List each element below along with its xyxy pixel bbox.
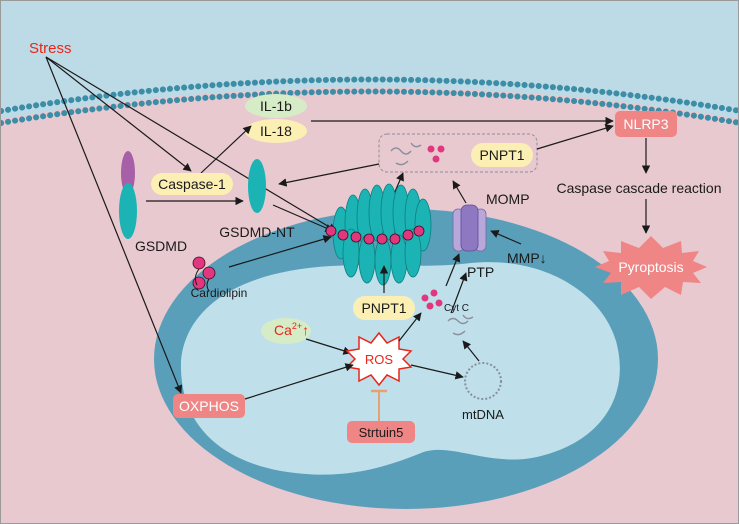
pyroptosis-burst [595, 236, 707, 299]
arrow-cardiolipin-pore [228, 235, 332, 268]
arrow-stress-pore [45, 56, 337, 232]
arrow-oxphos-ros [244, 363, 354, 400]
ptp-label: PTP [467, 264, 494, 280]
momp-label: MOMP [486, 191, 530, 207]
pyroptosis-label: Pyroptosis [618, 259, 683, 275]
pnpt1-mid-label: PNPT1 [361, 300, 406, 316]
arrow-caspase1-il [200, 125, 252, 174]
nlrp3-box [615, 111, 677, 137]
arrow-stress-caspase1 [45, 56, 192, 172]
released-cytc-dot [432, 155, 440, 163]
ros-burst [345, 331, 413, 387]
mtdna-circle [464, 362, 502, 400]
released-cytc-dot [427, 145, 435, 153]
arrow-release-nlrp3 [536, 124, 614, 150]
gsdmd-teal-domain [119, 183, 137, 239]
cardiolipin-tails [194, 268, 210, 292]
mtdna-fragments [447, 314, 474, 336]
cardiolipin-molecule [192, 256, 216, 290]
il18-ellipse [245, 119, 307, 143]
released-mtdna-fragments [390, 142, 422, 166]
released-content-box [378, 133, 538, 173]
oxphos-box [173, 394, 245, 418]
il1b-ellipse [245, 94, 307, 118]
sirtuin-box [347, 421, 415, 443]
arrow-fragments-ptp [450, 272, 468, 314]
ros-label: ROS [365, 352, 394, 367]
caspase1-box [151, 173, 233, 195]
arrow-mtdna-fragments [462, 340, 480, 362]
gsdmd-label: GSDMD [135, 238, 187, 254]
arrow-release-gsdmd-nt [278, 163, 380, 187]
arrow-momp-release [452, 180, 467, 204]
arrow-cytc-momp [445, 253, 461, 287]
pnpt1-mid-box [353, 296, 415, 320]
stress-label: Stress [29, 40, 72, 57]
arrow-stress-oxphos [45, 56, 183, 394]
momp-channel [452, 204, 487, 252]
gsdmd-nt-fragment [248, 159, 266, 213]
oxphos-label: OXPHOS [179, 398, 239, 414]
il18-label: IL-18 [260, 123, 292, 139]
caspase-cascade-label: Caspase cascade reaction [557, 180, 722, 196]
pnpt1-top-box [471, 143, 533, 167]
gsdmd-purple-domain [121, 151, 135, 195]
released-cytc-dot [437, 145, 445, 153]
calcium-label: Ca2+↑ [274, 321, 309, 338]
il1b-label: IL-1b [260, 98, 292, 114]
arrow-ros-mtdna [410, 364, 464, 380]
caspase1-label: Caspase-1 [158, 176, 226, 192]
cell-membrane-outer-row [1, 76, 738, 114]
mtdna-label: mtDNA [462, 407, 504, 422]
calcium-ellipse [261, 318, 311, 344]
arrow-ros-cytc [398, 312, 422, 342]
mmp-label: MMP↓ [507, 250, 547, 266]
arrow-gsdmd-nt-pore [272, 204, 334, 232]
arrow-mmp-momp [490, 230, 522, 245]
arrow-calcium-ros [305, 338, 352, 355]
cytc-label: Cyt C [444, 303, 469, 314]
gsdmd-nt-label: GSDMD-NT [219, 224, 295, 240]
pnpt1-top-label: PNPT1 [479, 147, 524, 163]
cell-membrane-inner-row [1, 88, 738, 126]
cytc-molecules [421, 289, 443, 310]
sirtuin-label: Strtuin5 [359, 425, 404, 440]
cardiolipin-label: Cardiolipin [191, 286, 248, 300]
nlrp3-label: NLRP3 [623, 116, 668, 132]
